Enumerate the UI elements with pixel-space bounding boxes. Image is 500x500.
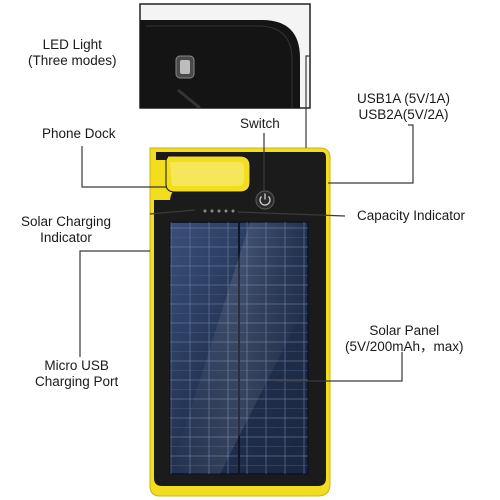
label-micro-usb-line1: Micro USB <box>44 358 109 373</box>
label-led-light: LED Light (Three modes) <box>28 37 117 69</box>
label-solar-panel-line1: Solar Panel <box>369 323 440 338</box>
label-solar-charging-line2: Indicator <box>40 230 92 245</box>
label-solar-panel-line2: (5V/200mAh，max) <box>345 339 464 354</box>
label-phone-dock: Phone Dock <box>42 126 116 141</box>
label-switch: Switch <box>240 116 280 131</box>
label-usb1: USB1A (5V/1A) <box>357 91 451 106</box>
power-icon <box>259 193 271 206</box>
led-lamp-icon <box>175 55 195 79</box>
solar-panel <box>169 221 309 475</box>
label-usb: USB1A (5V/1A) USB2A(5V/2A) <box>357 91 450 123</box>
led-light-inset <box>139 3 311 110</box>
power-switch[interactable] <box>255 190 275 210</box>
label-solar-panel: Solar Panel (5V/200mAh，max) <box>345 323 464 355</box>
label-led-light-line2: (Three modes) <box>28 53 117 68</box>
label-micro-usb-line2: Charging Port <box>35 374 119 389</box>
label-micro-usb: Micro USB Charging Port <box>35 358 118 390</box>
capacity-indicator-leds <box>203 209 235 213</box>
label-led-light-line1: LED Light <box>42 37 102 52</box>
label-capacity-indicator: Capacity Indicator <box>357 208 466 223</box>
label-usb2: USB2A(5V/2A) <box>358 107 449 122</box>
label-solar-charging-line1: Solar Charging <box>21 214 112 229</box>
label-solar-charging-indicator: Solar Charging Indicator <box>21 214 111 246</box>
